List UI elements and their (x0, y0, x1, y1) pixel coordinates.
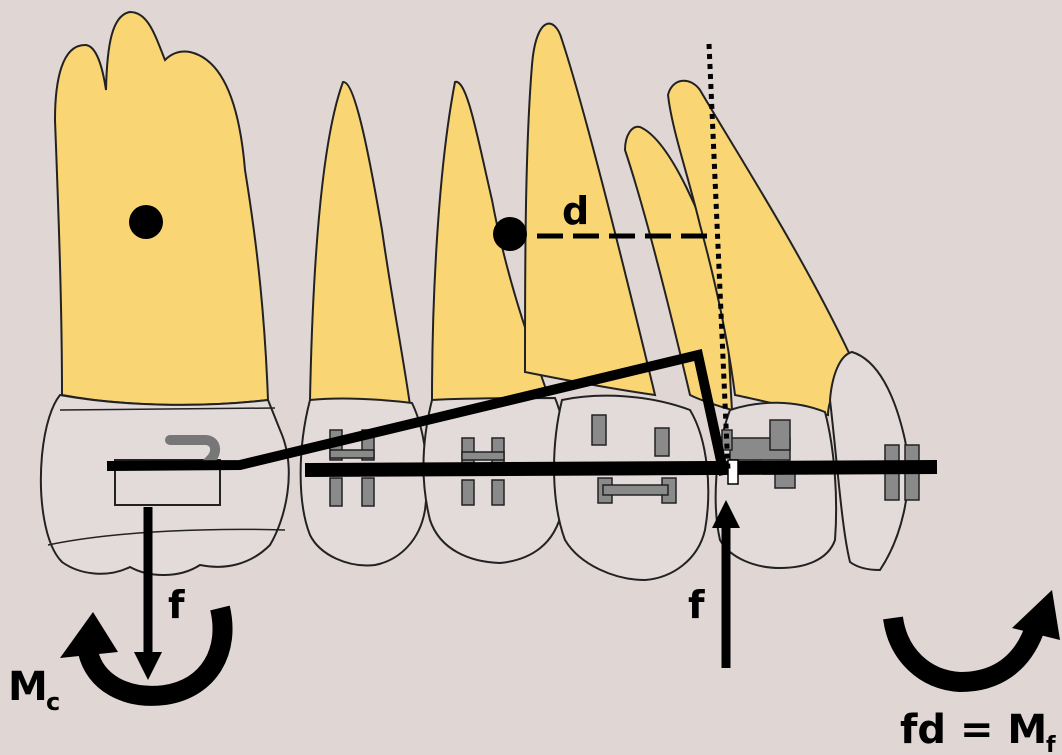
equation-label: fd = M f (900, 707, 1056, 755)
moment-label-left-sub: c (46, 688, 60, 716)
moment-arrow-left (60, 608, 223, 696)
moment-label-left: M c (8, 664, 60, 716)
molar-root (55, 12, 268, 405)
main-archwire (312, 467, 930, 470)
equation-label-sub: f (1046, 733, 1056, 755)
force-label-right: f (688, 583, 705, 627)
force-arrow-right (712, 500, 740, 668)
canine-root (525, 24, 655, 395)
distance-label: d (562, 189, 589, 233)
molar-center-of-resistance (129, 205, 163, 239)
force-label-left: f (168, 583, 185, 627)
anterior-center-of-resistance (493, 217, 527, 251)
equation-label-main: fd = M (900, 707, 1047, 753)
roots (55, 12, 850, 415)
moment-label-left-main: M (8, 664, 48, 710)
premolar-1-root (310, 82, 410, 405)
moment-arrow-right (893, 590, 1060, 682)
